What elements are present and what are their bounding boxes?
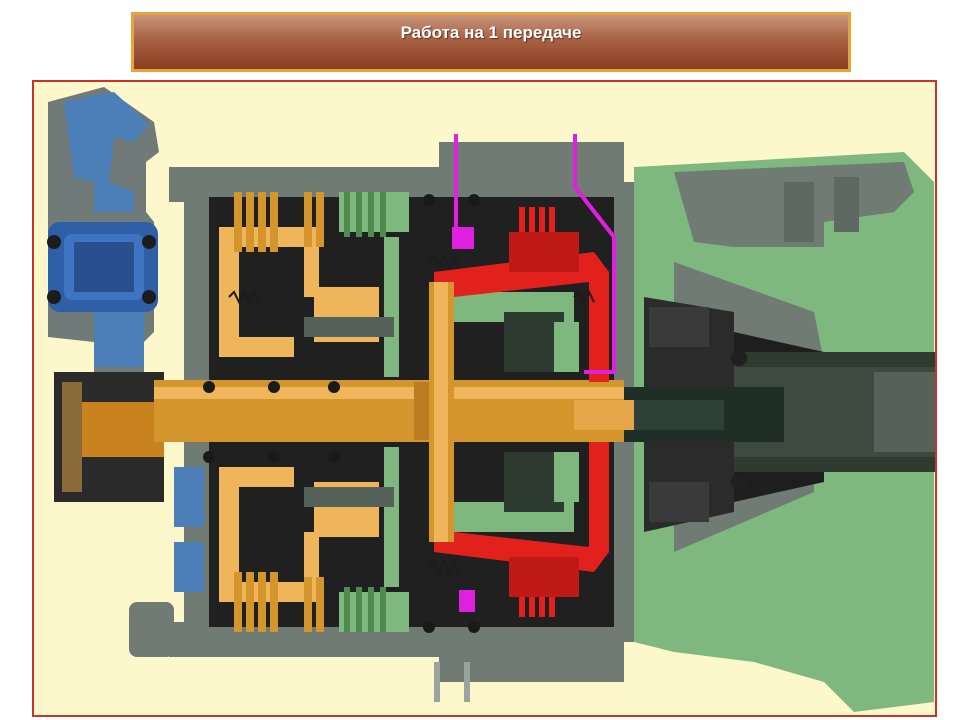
second-clutch-assembly	[304, 192, 409, 632]
slide-title: Работа на 1 передаче	[400, 23, 582, 42]
engaged-clutch	[434, 207, 609, 617]
transmission-diagram-frame	[32, 80, 937, 717]
input-shaft	[154, 380, 634, 442]
transmission-cross-section-icon	[34, 82, 935, 715]
input-coupling	[47, 87, 159, 382]
slide-title-bar: Работа на 1 передаче	[131, 12, 851, 72]
